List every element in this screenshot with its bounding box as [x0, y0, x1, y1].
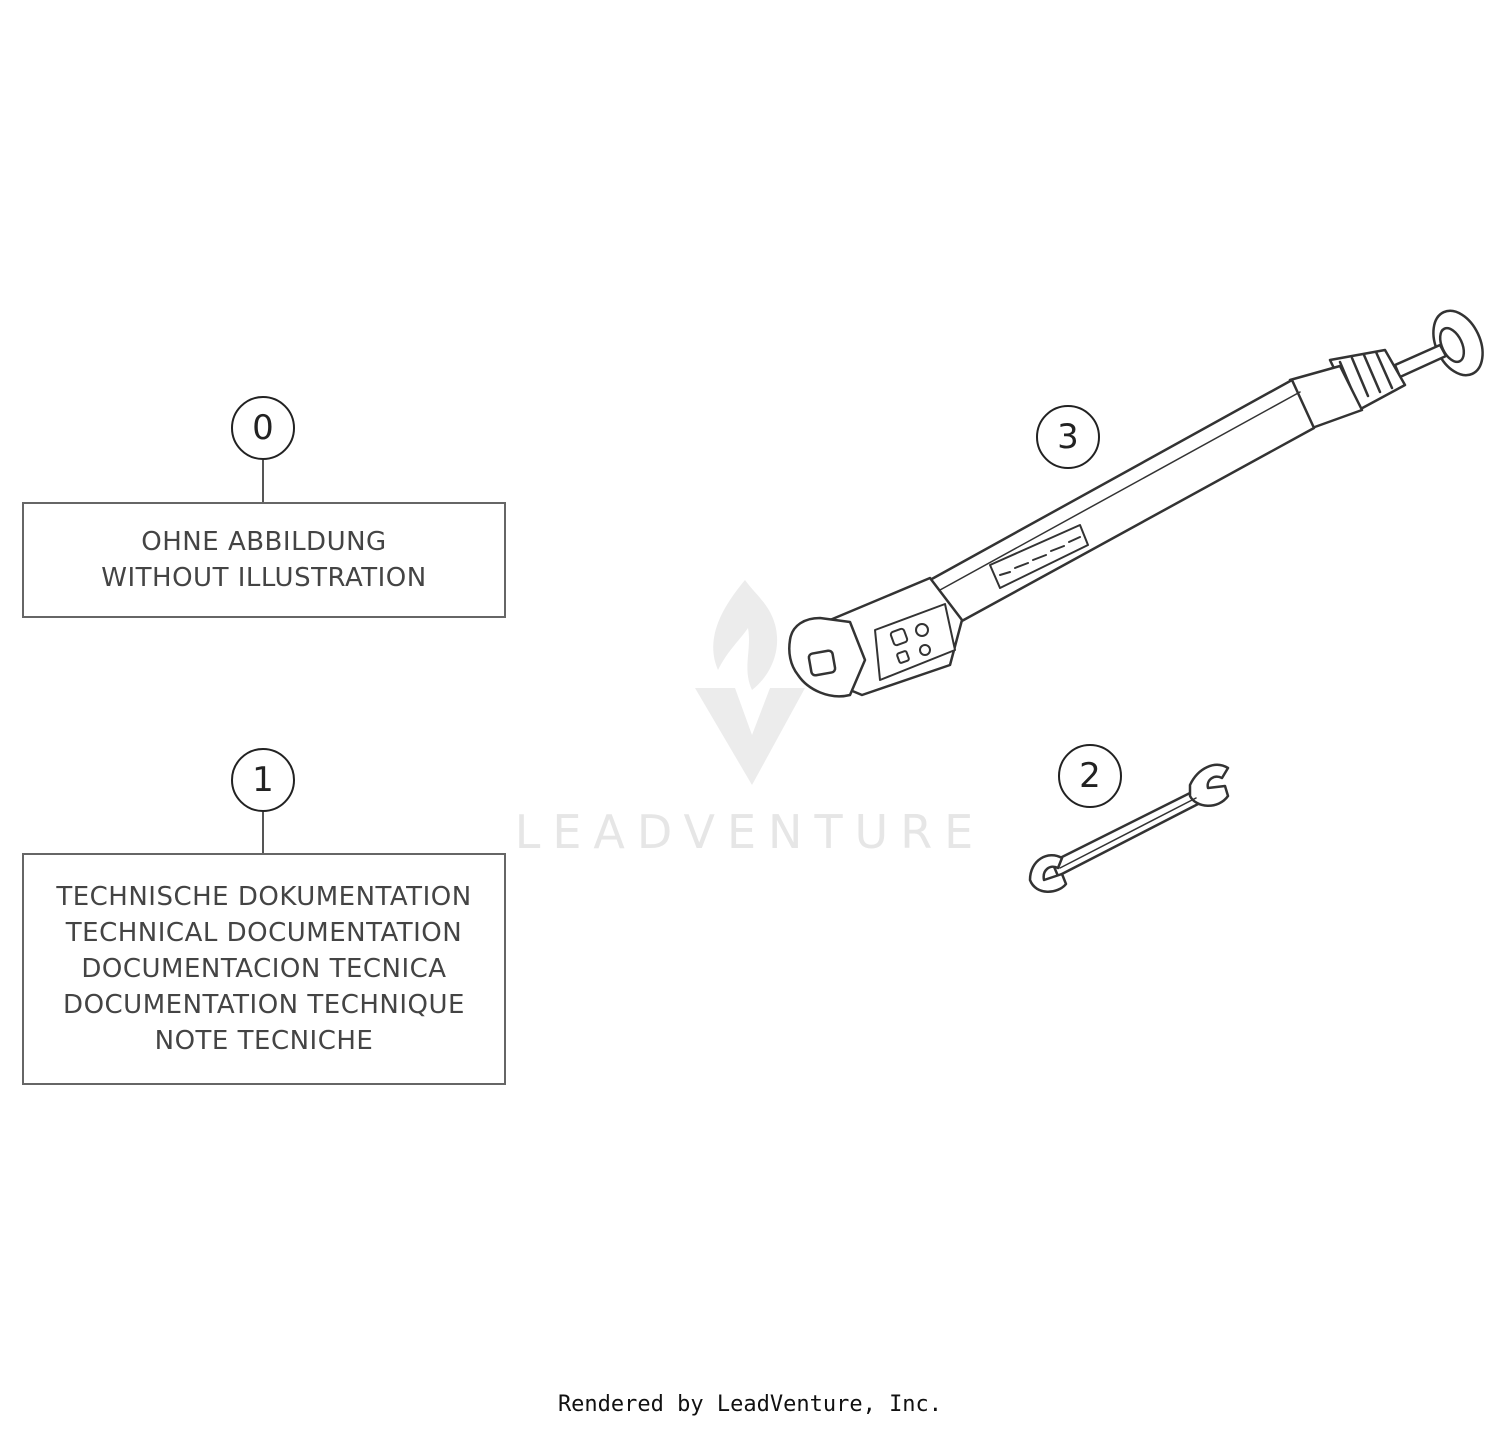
box1-line1: TECHNISCHE DOKUMENTATION	[56, 882, 472, 912]
box1-line3: DOCUMENTACION TECNICA	[81, 954, 447, 984]
box0-line1: OHNE ABBILDUNG	[141, 527, 387, 557]
box0-line2: WITHOUT ILLUSTRATION	[101, 563, 427, 593]
leader-line-0	[262, 460, 264, 503]
label-box-without-illustration: OHNE ABBILDUNG WITHOUT ILLUSTRATION	[22, 502, 506, 618]
leader-line-1	[262, 812, 264, 854]
callout-1[interactable]: 1	[231, 748, 295, 812]
box1-line4: DOCUMENTATION TECHNIQUE	[63, 990, 465, 1020]
label-box-technical-documentation: TECHNISCHE DOKUMENTATION TECHNICAL DOCUM…	[22, 853, 506, 1085]
footer-rendered-by: Rendered by LeadVenture, Inc.	[557, 1392, 943, 1417]
box1-line2: TECHNICAL DOCUMENTATION	[65, 918, 463, 948]
callout-3[interactable]: 3	[1036, 405, 1100, 469]
watermark-text: LEADVENTURE	[514, 805, 986, 859]
box1-line5: NOTE TECNICHE	[154, 1026, 374, 1056]
callout-2[interactable]: 2	[1058, 744, 1122, 808]
callout-0[interactable]: 0	[231, 396, 295, 460]
